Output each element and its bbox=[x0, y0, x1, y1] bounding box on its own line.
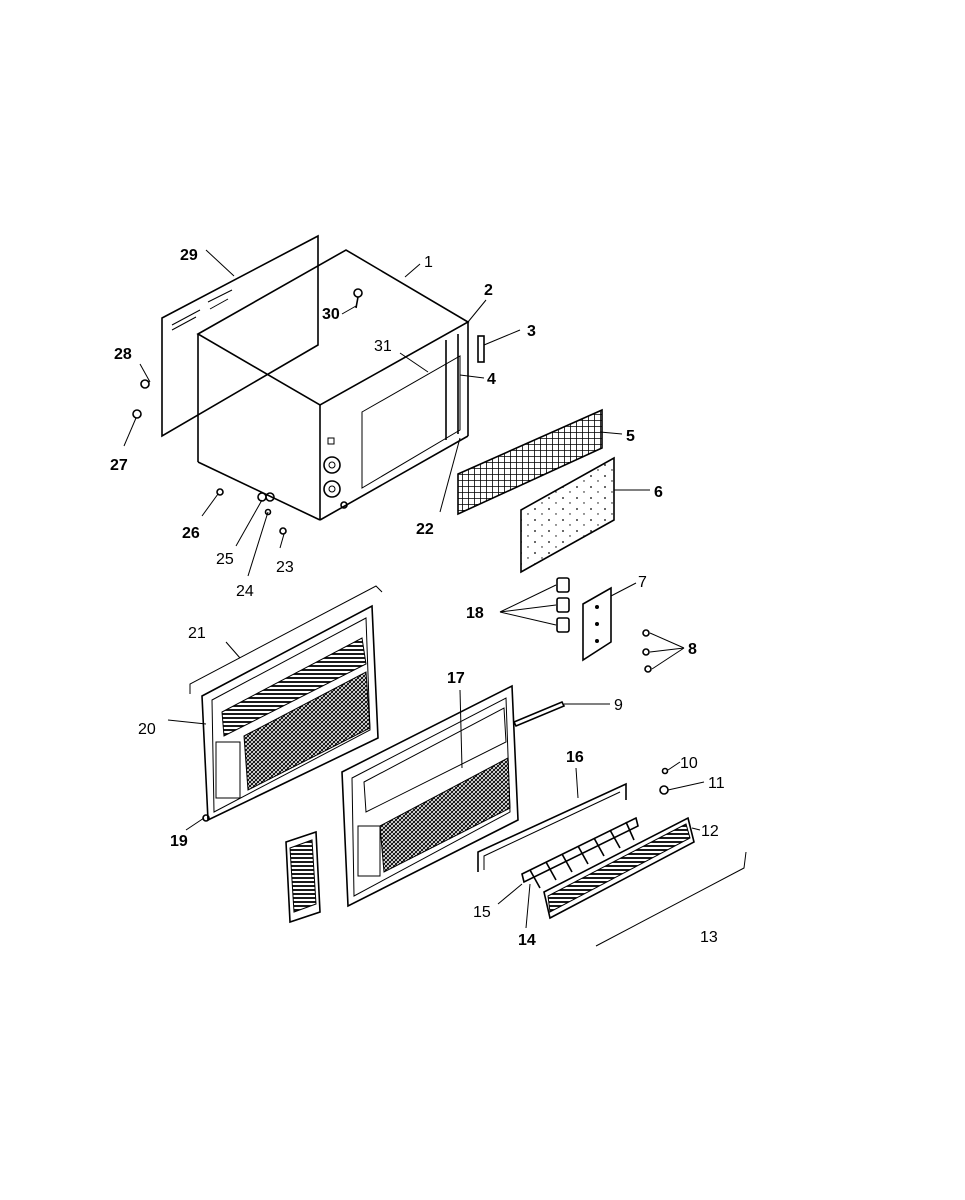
louver-assembly-14 bbox=[521, 816, 639, 889]
label-10: 10 bbox=[680, 755, 698, 772]
label-9: 9 bbox=[614, 697, 623, 714]
label-24: 24 bbox=[236, 583, 254, 600]
label-18: 18 bbox=[466, 605, 484, 622]
label-1: 1 bbox=[424, 254, 433, 271]
filter-pad-6 bbox=[520, 456, 615, 574]
cabinet-1 bbox=[196, 249, 470, 521]
label-17: 17 bbox=[447, 670, 465, 687]
bracket-3 bbox=[477, 335, 485, 363]
label-28: 28 bbox=[114, 346, 132, 363]
label-14: 14 bbox=[518, 932, 536, 949]
screws-8 bbox=[642, 629, 652, 673]
label-26: 26 bbox=[182, 525, 200, 542]
side-grille bbox=[285, 830, 321, 924]
label-22: 22 bbox=[416, 521, 434, 538]
filter-grid-5 bbox=[457, 408, 603, 516]
label-20: 20 bbox=[138, 721, 156, 738]
label-3: 3 bbox=[527, 323, 536, 340]
rod-16 bbox=[477, 782, 627, 872]
leader-lines bbox=[123, 249, 705, 929]
label-29: 29 bbox=[180, 247, 198, 264]
label-27: 27 bbox=[110, 457, 128, 474]
label-25: 25 bbox=[216, 551, 234, 568]
label-23: 23 bbox=[276, 559, 294, 576]
part-labels: 1 2 3 4 5 6 7 8 9 10 11 12 13 14 15 16 1… bbox=[110, 247, 725, 949]
label-13: 13 bbox=[700, 929, 718, 946]
bar-9 bbox=[512, 700, 566, 728]
label-15: 15 bbox=[473, 904, 491, 921]
bottom-grille-12 bbox=[543, 816, 695, 920]
front-grille-20 bbox=[201, 604, 379, 822]
label-5: 5 bbox=[626, 428, 635, 445]
knobs-18 bbox=[556, 577, 570, 633]
label-7: 7 bbox=[638, 574, 647, 591]
label-19: 19 bbox=[170, 833, 188, 850]
screws-cabinet bbox=[132, 288, 363, 535]
label-12: 12 bbox=[701, 823, 719, 840]
screws-10-11 bbox=[659, 767, 669, 795]
label-2: 2 bbox=[484, 282, 493, 299]
label-16: 16 bbox=[566, 749, 584, 766]
clip-19 bbox=[202, 814, 210, 822]
label-11: 11 bbox=[708, 775, 725, 792]
rear-plate-29 bbox=[161, 234, 319, 438]
front-panel-17 bbox=[341, 684, 519, 908]
label-31: 31 bbox=[374, 338, 392, 355]
control-plate-7 bbox=[582, 586, 612, 662]
label-4: 4 bbox=[487, 371, 496, 388]
label-21: 21 bbox=[188, 625, 206, 642]
label-6: 6 bbox=[654, 484, 663, 501]
label-8: 8 bbox=[688, 641, 697, 658]
label-30: 30 bbox=[322, 306, 340, 323]
